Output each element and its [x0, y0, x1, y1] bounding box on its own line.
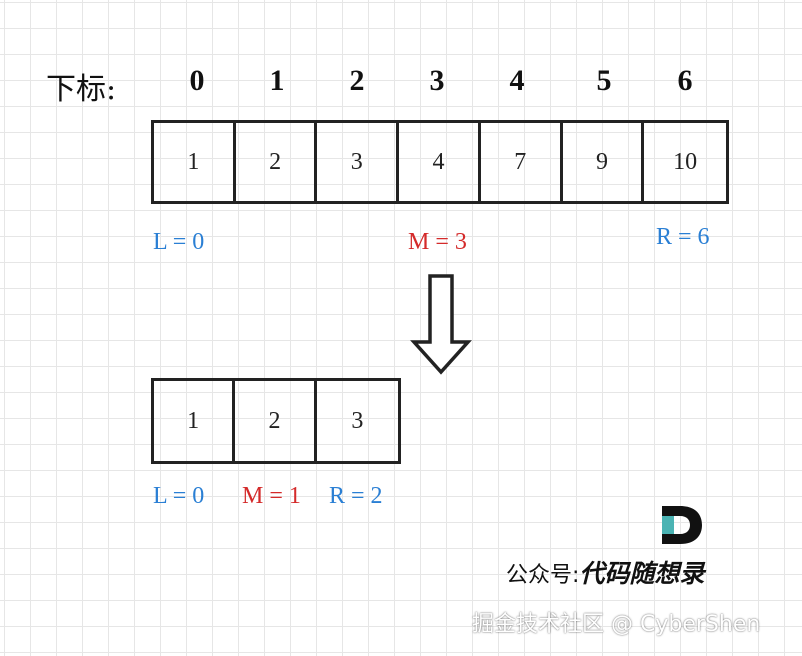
index-number: 2 — [349, 64, 365, 97]
watermark: 掘金技术社区 @ CyberShen — [472, 612, 761, 637]
pointer-mid: M = 1 — [242, 483, 301, 509]
array-cell: 7 — [481, 123, 563, 201]
array-top: 1 2 3 4 7 9 10 — [151, 120, 729, 204]
index-number: 5 — [596, 64, 612, 97]
array-cell: 9 — [563, 123, 645, 201]
pointer-right: R = 6 — [656, 224, 710, 250]
brand-name: 代码随想录 — [579, 559, 705, 588]
brand-prefix: 公众号: — [506, 563, 580, 588]
index-number: 0 — [189, 64, 205, 97]
brand-line: 公众号:代码随想录 — [506, 554, 704, 590]
index-number: 6 — [677, 64, 693, 97]
array-cell: 2 — [235, 381, 317, 461]
pointer-left: L = 0 — [153, 229, 205, 255]
index-number: 3 — [429, 64, 445, 97]
array-cell: 1 — [154, 123, 236, 201]
array-cell: 4 — [399, 123, 481, 201]
pointer-right: R = 2 — [329, 483, 383, 509]
array-cell: 3 — [351, 407, 364, 434]
array-bottom: 1 2 3 — [151, 378, 401, 464]
index-number: 4 — [509, 64, 525, 97]
d-logo-icon — [662, 506, 702, 544]
array-cell: 1 — [154, 381, 236, 461]
pointer-left: L = 0 — [153, 483, 205, 509]
index-label: 下标: — [46, 72, 117, 107]
index-number: 1 — [269, 64, 285, 97]
down-arrow-icon — [410, 274, 472, 375]
array-cell: 3 — [317, 123, 400, 201]
array-cell: 2 — [236, 123, 318, 201]
pointer-mid: M = 3 — [408, 229, 467, 255]
array-cell: 10 — [673, 148, 698, 175]
